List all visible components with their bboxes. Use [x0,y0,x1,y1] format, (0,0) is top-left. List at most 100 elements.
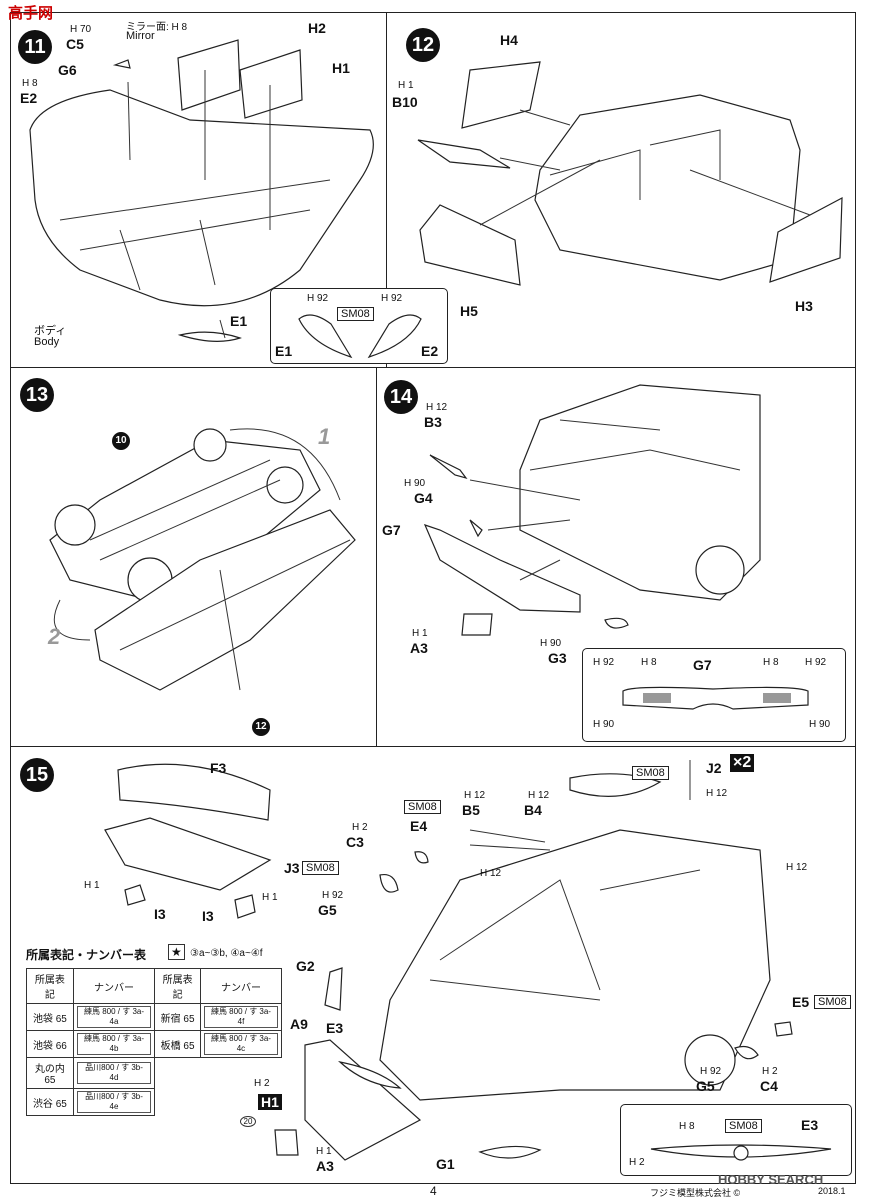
table-cell: 丸の内65 [26,1057,74,1089]
h5-label: H5 [460,303,478,319]
g7-label: G7 [382,522,401,538]
inset14-bumper [622,686,809,710]
step14-inset: H 92 H 8 G7 H 8 H 92 H 90 H 90 [582,648,846,742]
sm08-j2: SM08 [632,766,669,780]
h90b-label: H 90 [540,638,562,649]
table-row: 丸の内65 品川800 / す 3b-4d [26,1057,282,1089]
g5-label: G5 [318,902,337,918]
plate: 品川800 / す 3b-4e [76,1091,152,1113]
sm08-e5: SM08 [814,995,851,1009]
h4-label: H4 [500,32,518,48]
body-jp-label: ボディ [34,325,67,337]
arrow-2: 2 [48,624,61,649]
table-cell [200,1058,281,1089]
h1-14-label: H 1 [412,628,428,639]
g6-label: G6 [58,62,77,78]
inset-sm08: SM08 [337,307,374,321]
h2-label: H2 [308,20,326,36]
table-cell: 練馬 800 / す 3a-4b [72,1030,156,1058]
g1-label: G1 [436,1156,455,1172]
c5-label: C5 [66,36,84,52]
a3-14-label: A3 [410,640,428,656]
plate: 練馬 800 / す 3a-4c [203,1033,278,1055]
inset-lights [298,314,422,359]
j2-label: J2 [706,760,722,776]
inset-h92a: H 92 [307,293,329,304]
b10-label: B10 [392,94,418,110]
a3-15-label: A3 [316,1158,334,1174]
inset-e1: E1 [275,343,293,359]
table-cell [200,1089,281,1116]
inset15-e3: E3 [801,1117,819,1133]
e3-label: E3 [326,1020,344,1036]
inset-h92b: H 92 [381,293,403,304]
h90a-label: H 90 [404,478,426,489]
e4-label: E4 [410,818,428,834]
c4-label: C4 [760,1078,778,1094]
step11-inset: H 92 H 92 SM08 E1 E2 [270,288,448,364]
col-header: ナンバー [199,968,283,1004]
b4-label: B4 [524,802,542,818]
h1a-label: H 1 [84,880,100,891]
inset15-grille [650,1144,832,1161]
g3-label: G3 [548,650,567,666]
number-table-header: 所属表記 ナンバー 所属表記 ナンバー [26,968,283,1004]
h1b-label: H 1 [262,892,278,903]
inset15-h8: H 8 [679,1121,695,1132]
h12-b5-label: H 12 [464,790,486,801]
step-13-badge: 13 [20,378,54,412]
step-11-badge: 11 [18,30,52,64]
table-cell: 練馬 800 / す 3a-4a [72,1003,156,1031]
table-cell: 板橋 65 [154,1030,201,1058]
ref-10: 10 [112,432,130,450]
table-cell: 品川800 / す 3b-4e [72,1088,156,1116]
col-header: 所属表記 [154,968,201,1004]
h12-center-label: H 12 [480,868,502,879]
mirror-jp-label: ミラー面: H 8 [126,22,188,33]
plate: 練馬 800 / す 3a-4a [76,1006,152,1028]
table-cell: 池袋 65 [26,1003,74,1031]
star-note: ③a~③b, ④a~④f [190,948,263,959]
h1-label: H1 [332,60,350,76]
f3-label: F3 [210,760,227,776]
step-12-badge: 12 [406,28,440,62]
table-row: 池袋 66 練馬 800 / す 3a-4b 板橋 65 練馬 800 / す … [26,1030,283,1058]
e1-label: E1 [230,313,248,329]
ref-12: 12 [252,718,270,736]
maker-note: フジミ模型株式会社 © [650,1188,741,1198]
inset15-sm08: SM08 [725,1119,762,1133]
watermark: HOBBY SEARCH [718,1172,824,1187]
arrow-1: 1 [318,424,331,449]
h1-12-label: H 1 [398,80,414,91]
h1-a3-label: H 1 [316,1146,332,1157]
step-14-badge: 14 [384,380,418,414]
table-cell: 池袋 66 [26,1030,74,1058]
h1-box-label: H1 [258,1094,282,1110]
plate: 練馬 800 / す 3a-4b [76,1033,152,1055]
table-cell: 練馬 800 / す 3a-4f [199,1003,283,1031]
inset14-h8r: H 8 [763,657,779,668]
inset14-h90l: H 90 [593,719,615,730]
h92-g5-label: H 92 [322,890,344,901]
number-table: 所属表記 ナンバー 所属表記 ナンバー 池袋 65 練馬 800 / す 3a-… [26,968,283,1116]
table-cell: 新宿 65 [154,1003,201,1031]
num-20-label: 20 [240,1116,256,1127]
col-header: ナンバー [72,968,156,1004]
b5-label: B5 [462,802,480,818]
e5-label: E5 [792,994,810,1010]
table-cell: 練馬 800 / す 3a-4c [199,1030,283,1058]
table-cell: 品川800 / す 3b-4d [72,1057,156,1089]
h12-j2-label: H 12 [706,788,728,799]
h12-b4-label: H 12 [528,790,550,801]
step15-inset: H 8 SM08 E3 H 2 [620,1104,852,1176]
col-header: 所属表記 [26,968,74,1004]
inset14-h8l: H 8 [641,657,657,668]
inset15-h2: H 2 [629,1157,645,1168]
h2-h1-label: H 2 [254,1078,270,1089]
inset14-h90r: H 90 [809,719,831,730]
body-en-label: Body [34,336,60,348]
